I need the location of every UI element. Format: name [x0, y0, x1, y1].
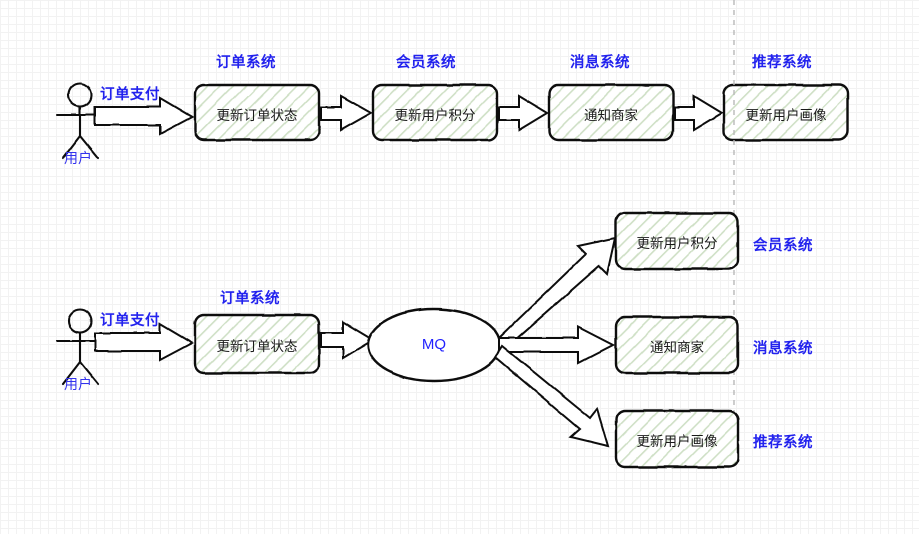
system-title-recommend-top: 推荐系统	[752, 55, 812, 71]
system-title-order-top: 订单系统	[216, 55, 276, 71]
step-box-bottom-1	[614, 211, 740, 271]
system-title-recommend-bottom: 推荐系统	[753, 435, 813, 451]
arrow-actor-to-order-top	[94, 96, 195, 136]
system-title-member-top: 会员系统	[396, 55, 456, 71]
step-label-bottom-3: 更新用户画像	[636, 434, 718, 449]
system-title-order-bottom: 订单系统	[220, 291, 280, 307]
arrow-producer-to-mq	[320, 320, 375, 360]
step-box-top-4	[722, 83, 850, 142]
step-label-top-4: 更新用户画像	[745, 108, 827, 123]
step-box-bottom-producer	[193, 313, 321, 375]
arrow-mq-to-consumer-3	[493, 344, 610, 448]
arrow-mq-to-consumer-2	[498, 325, 616, 365]
arrow-mq-to-consumer-1	[497, 236, 617, 350]
step-box-top-3	[547, 83, 675, 142]
top-flow-group	[55, 82, 850, 160]
actor-label-bottom: 用户	[64, 376, 92, 392]
step-label-top-2: 更新用户积分	[394, 108, 476, 123]
mq-broker-label: MQ	[421, 336, 447, 353]
step-label-bottom-2: 通知商家	[650, 340, 704, 355]
step-label-top-1: 更新订单状态	[216, 108, 298, 123]
step-box-top-2	[371, 83, 499, 142]
actor-label-top: 用户	[64, 150, 92, 166]
step-box-bottom-2	[614, 315, 740, 375]
arrow-top-3-4	[674, 94, 724, 132]
system-title-member-bottom: 会员系统	[753, 238, 813, 254]
bottom-flow-group	[55, 211, 740, 469]
arrow-top-1-2	[320, 94, 374, 132]
request-label-top: 订单支付	[100, 87, 160, 103]
request-label-bottom: 订单支付	[100, 313, 160, 329]
step-label-bottom-1: 更新用户积分	[636, 236, 718, 251]
step-label-bottom-producer: 更新订单状态	[216, 339, 298, 354]
system-title-message-top: 消息系统	[570, 55, 630, 71]
step-label-top-3: 通知商家	[584, 108, 638, 123]
arrow-top-2-3	[498, 94, 549, 132]
system-title-message-bottom: 消息系统	[753, 341, 813, 357]
arrow-actor-to-order-bottom	[94, 322, 195, 362]
step-box-top-1	[193, 83, 321, 142]
step-box-bottom-3	[614, 409, 740, 469]
